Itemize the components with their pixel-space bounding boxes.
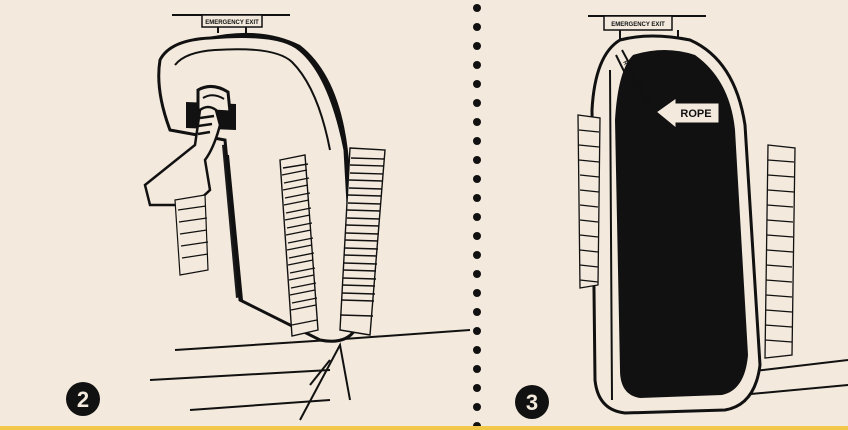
card-bottom-edge <box>0 426 848 430</box>
divider-dot <box>473 23 481 31</box>
divider-dot <box>473 80 481 88</box>
divider-dot <box>473 384 481 392</box>
curtain-left <box>577 114 601 289</box>
step-3-number: 3 <box>526 390 538 415</box>
divider-dot <box>473 251 481 259</box>
emergency-exit-sign: EMERGENCY EXIT <box>172 14 290 33</box>
dotted-divider <box>473 4 481 430</box>
step-3-panel: EMERGENCY EXIT ROPE ROPE ROPE ROPE <box>515 15 848 419</box>
divider-dot <box>473 4 481 12</box>
divider-dot <box>473 213 481 221</box>
divider-dot <box>473 308 481 316</box>
emergency-exit-sign: EMERGENCY EXIT <box>588 15 706 40</box>
divider-dot <box>473 194 481 202</box>
divider-dot <box>473 365 481 373</box>
exit-opening-dark <box>615 50 748 398</box>
divider-dot <box>473 346 481 354</box>
divider-dot <box>473 232 481 240</box>
divider-dot <box>473 137 481 145</box>
sign-text: EMERGENCY EXIT <box>611 22 665 28</box>
divider-dot <box>473 61 481 69</box>
divider-dot <box>473 327 481 335</box>
step-2-number: 2 <box>77 387 89 412</box>
rope-arrow-label: ROPE <box>657 99 719 128</box>
sign-text: EMERGENCY EXIT <box>205 20 259 26</box>
exit-opening-frame <box>590 34 762 415</box>
divider-dot <box>473 42 481 50</box>
step-3-badge: 3 <box>515 385 549 419</box>
curtain-left <box>279 154 319 337</box>
divider-dot <box>473 99 481 107</box>
curtain-right <box>339 147 386 336</box>
curtain-fringe-left <box>174 194 209 276</box>
cabin-floor-lines <box>149 329 470 421</box>
step-2-panel: EMERGENCY EXIT <box>66 14 470 421</box>
divider-dot <box>473 289 481 297</box>
divider-dot <box>473 156 481 164</box>
divider-dot <box>473 270 481 278</box>
divider-dot <box>473 403 481 411</box>
arrow-text: ROPE <box>680 108 711 120</box>
divider-dot <box>473 175 481 183</box>
curtain-right <box>764 144 796 359</box>
step-2-badge: 2 <box>66 382 100 416</box>
divider-dot <box>473 118 481 126</box>
